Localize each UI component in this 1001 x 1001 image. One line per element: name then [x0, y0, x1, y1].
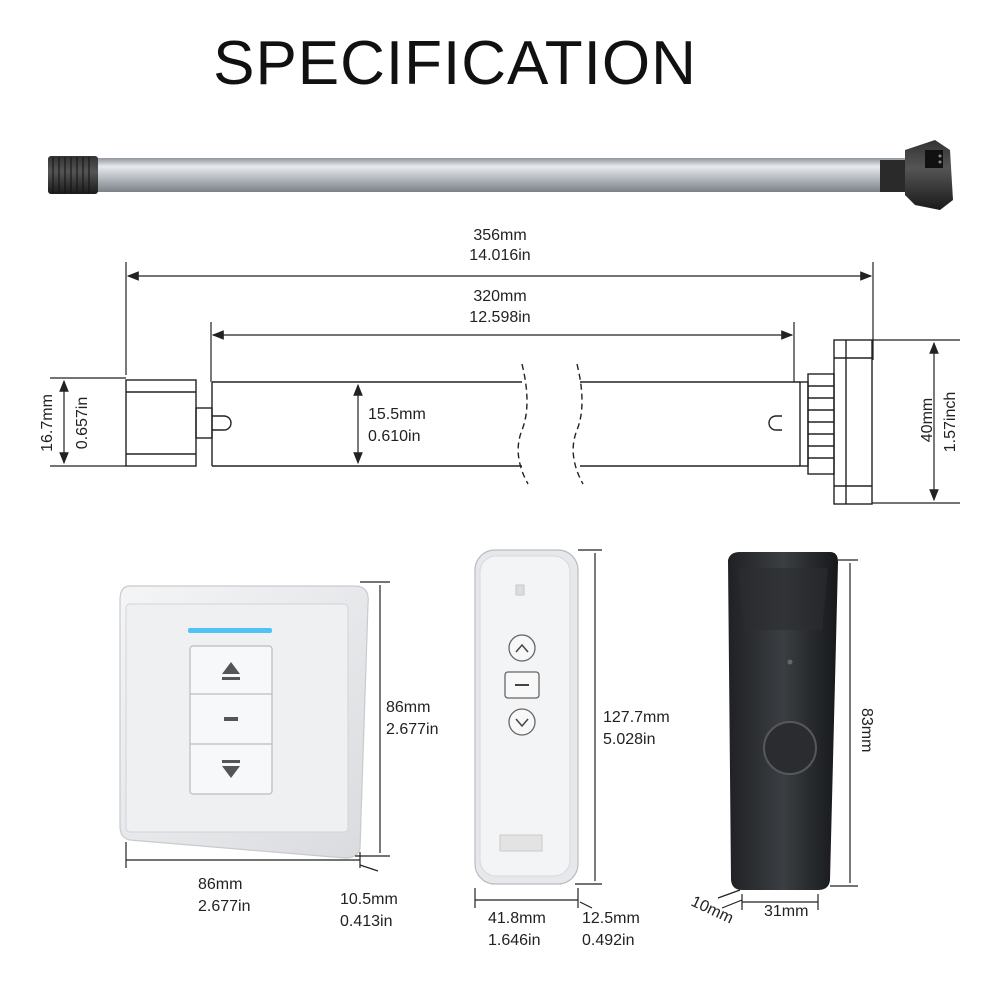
switch-depth-mm-label: 10.5mm: [340, 891, 398, 908]
remote-depth-in-label: 0.492in: [582, 932, 635, 949]
switch-depth-in-label: 0.413in: [340, 913, 393, 930]
tube-length-in-label: 12.598in: [469, 309, 530, 326]
stop-dash-icon: [224, 717, 238, 721]
chevron-up-icon: [515, 643, 529, 653]
eject-down-icon: [222, 760, 240, 778]
eject-up-icon: [222, 662, 240, 680]
head-height-mm-label: 40mm: [919, 398, 936, 442]
wall-switch: [119, 585, 369, 859]
remote-control: [474, 549, 579, 885]
hub-device: [728, 552, 838, 890]
overall-length-mm-label: 356mm: [473, 227, 526, 244]
hub-depth-mm-label: 10mm: [688, 893, 735, 927]
motor-photo: [48, 140, 953, 210]
switch-height-in-label: 2.677in: [386, 721, 439, 738]
remote-stop-button[interactable]: [504, 671, 540, 699]
head-height-in-label: 1.57inch: [942, 392, 959, 453]
chevron-down-icon: [515, 718, 529, 728]
hub-width-mm-label: 31mm: [764, 903, 808, 920]
end-diameter-mm-label: 16.7mm: [39, 394, 56, 452]
switch-height-mm-label: 86mm: [386, 699, 430, 716]
motor-drawing: [50, 262, 960, 505]
switch-width-in-label: 2.677in: [198, 898, 251, 915]
remote-height-in-label: 5.028in: [603, 731, 656, 748]
remote-up-button[interactable]: [508, 634, 536, 662]
switch-indicator-light: [188, 628, 272, 633]
hub-height-mm-label: 83mm: [858, 708, 875, 752]
tube-diameter-mm-label: 15.5mm: [368, 406, 426, 423]
page-title: SPECIFICATION: [213, 29, 697, 98]
switch-width-mm-label: 86mm: [198, 876, 242, 893]
stop-dash-icon: [515, 684, 529, 686]
end-diameter-in-label: 0.657in: [74, 397, 91, 450]
hub-status-led: [787, 659, 793, 665]
remote-height-mm-label: 127.7mm: [603, 709, 670, 726]
remote-width-mm-label: 41.8mm: [488, 910, 546, 927]
tube-length-mm-label: 320mm: [473, 288, 526, 305]
remote-depth-mm-label: 12.5mm: [582, 910, 640, 927]
remote-label-plate: [499, 834, 543, 852]
tube-diameter-in-label: 0.610in: [368, 428, 421, 445]
remote-down-button[interactable]: [508, 708, 536, 736]
hub-power-button[interactable]: [763, 721, 817, 775]
overall-length-in-label: 14.016in: [469, 247, 530, 264]
remote-width-in-label: 1.646in: [488, 932, 541, 949]
